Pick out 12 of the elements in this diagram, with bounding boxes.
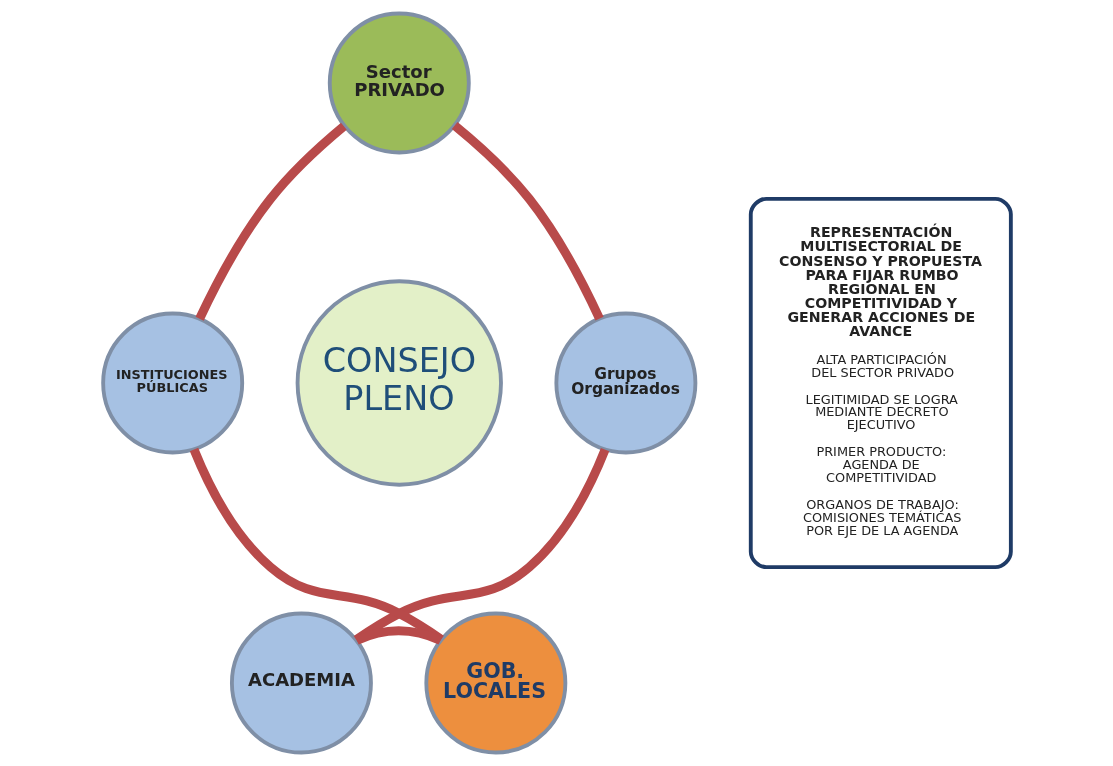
- node-box: REPRESENTACIÓN MULTISECTORIAL DE CONSENSO Y PROPUESTA PARA FIJAR RUMBO REGIONAL EN COMPETITIVIDAD Y GENERAR ACCIONES DE AVANCE ALTA PARTICIPACIÓN DEL SECTOR PRIVADO LEGITIMIDAD SE LOGRA MEDIANTE DECRETO EJECUTIVO PRIMER PRODUCTO: AGENDA DE COMPETITIVIDAD ORGANOS DE TRABAJO: COMISIONES TEMÁTICAS POR EJE DE LA AGENDA: [748, 196, 1013, 570]
- connector: [353, 447, 609, 644]
- connector: [195, 122, 347, 321]
- node-circle: INSTITUCIONES PÚBLICAS: [100, 311, 244, 455]
- connector: [189, 447, 444, 644]
- node-circle: CONSEJO PLENO: [295, 279, 503, 487]
- connector: [354, 626, 442, 645]
- node-circle: ACADEMIA: [229, 611, 373, 755]
- node-circle: GOB. LOCALES: [423, 611, 567, 755]
- node-circle: Sector PRIVADO: [327, 11, 471, 155]
- node-circle: Grupos Organizados: [553, 311, 697, 455]
- connector: [451, 122, 604, 321]
